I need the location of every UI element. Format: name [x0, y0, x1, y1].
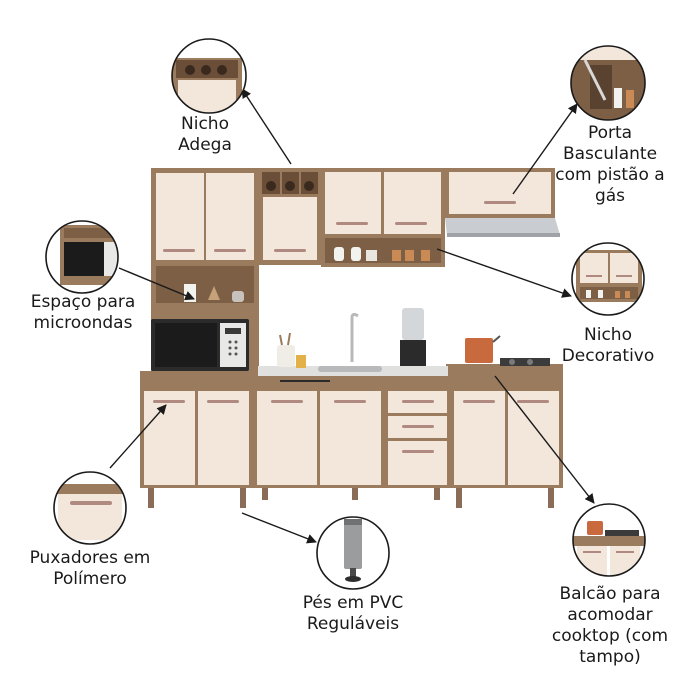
label-line: Nicho: [584, 325, 632, 345]
label-puxadores: Puxadores em Polímero: [18, 548, 162, 590]
lower-cabinets: [140, 308, 563, 508]
label-line: Espaço para: [30, 292, 136, 312]
label-porta-basculante: Porta Basculante com pistão a gás: [545, 123, 675, 207]
label-line: Basculante: [562, 144, 658, 164]
microwave-space-icon: [45, 220, 119, 294]
label-line: Polímero: [53, 569, 127, 589]
label-line: Nicho: [181, 114, 229, 134]
label-line: microondas: [33, 313, 133, 333]
label-line: Decorativo: [561, 346, 655, 366]
label-line: Puxadores em: [29, 548, 151, 568]
wine-niche-icon: [171, 38, 247, 114]
upper-cabinets: [151, 168, 560, 372]
label-line: cooktop (com: [551, 626, 669, 646]
label-line: Adega: [178, 135, 232, 155]
cooktop-counter-icon: [572, 503, 646, 577]
handle-icon: [53, 471, 127, 545]
label-nicho-adega: Nicho Adega: [160, 114, 250, 156]
label-espaco-microondas: Espaço para microondas: [20, 292, 146, 334]
lift-door-icon: [570, 45, 646, 121]
label-balcao: Balcão para acomodar cooktop (com tampo): [540, 584, 680, 668]
label-line: Pés em PVC: [302, 593, 404, 613]
label-line: Porta: [587, 123, 633, 143]
label-pes: Pés em PVC Reguláveis: [293, 593, 413, 635]
pvc-foot-icon: [316, 516, 390, 590]
label-line: tampo): [579, 647, 641, 667]
label-line: Balcão para: [559, 584, 661, 604]
label-line: Reguláveis: [306, 614, 400, 634]
callout-arrows: [109, 88, 595, 544]
label-line: com pistão a: [555, 165, 665, 185]
handle: [163, 249, 195, 252]
decorative-niche-icon: [571, 242, 645, 316]
label-nicho-decorativo: Nicho Decorativo: [558, 325, 658, 367]
microwave: [151, 319, 249, 371]
label-line: acomodar: [567, 605, 653, 625]
cabinet-legs: [148, 488, 554, 508]
label-line: gás: [594, 186, 626, 206]
